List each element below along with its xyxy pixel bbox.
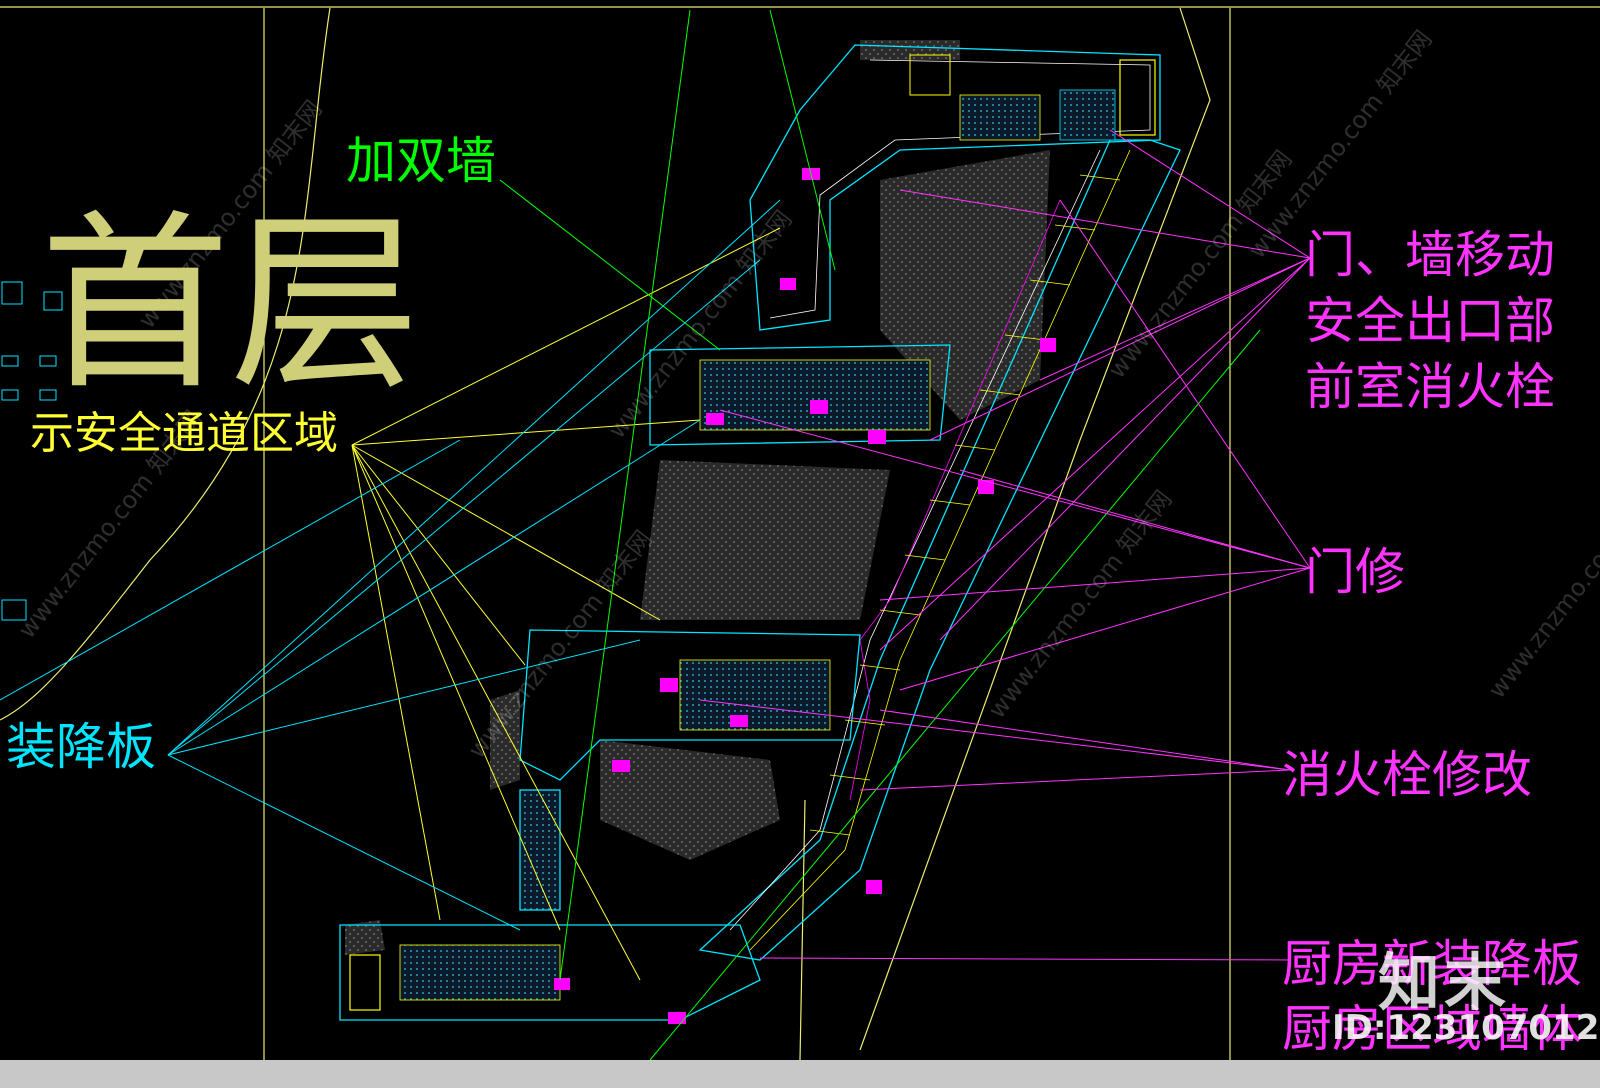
double-wall-label: 加双墙 <box>346 132 496 190</box>
safety-zone-label: 示安全通道区域 <box>30 408 338 459</box>
leader-lines-green <box>499 9 1261 1061</box>
leader-lines-cyan <box>0 199 781 931</box>
kitchen-line-2: 厨房区域墙体 <box>1282 1000 1582 1058</box>
building-plan <box>339 44 1181 1024</box>
leader-lines-magenta <box>699 129 1311 961</box>
watermark-text: www.znzmo.com 知末网 <box>463 525 658 764</box>
drop-plate-label: 装降板 <box>6 718 156 776</box>
site-hatch <box>345 40 1050 955</box>
watermark-id: ID:1231070122 <box>1332 1008 1600 1048</box>
left-fragments <box>1 281 63 621</box>
kitchen-line-1: 厨房新装降板 <box>1282 935 1582 993</box>
watermark-text: www.znzmo.com 知末网 <box>1103 145 1298 384</box>
window-bottom-frame <box>0 1060 1600 1088</box>
kitchen-label: 厨房新装降板 厨房区域墙体 <box>1282 932 1582 1062</box>
door-wall-line-2: 安全出口部 <box>1305 292 1555 350</box>
floor-title: 首层 <box>40 194 421 415</box>
door-wall-move-label: 门、墙移动 安全出口部 前室消火栓 <box>1305 222 1555 420</box>
watermark-text: www.znzmo.com 知末网 <box>1483 465 1600 704</box>
watermark-text: www.znzmo.com 知末网 <box>983 485 1178 724</box>
hydrant-change-label: 消火栓修改 <box>1282 746 1532 804</box>
leader-lines-yellow <box>351 227 781 981</box>
door-wall-line-1: 门、墙移动 <box>1305 226 1555 284</box>
door-repair-label: 门修 <box>1305 543 1405 601</box>
frame-lines <box>0 6 1600 1061</box>
door-wall-line-3: 前室消火栓 <box>1305 358 1555 416</box>
watermark-logo: 知末 <box>1378 946 1511 1019</box>
